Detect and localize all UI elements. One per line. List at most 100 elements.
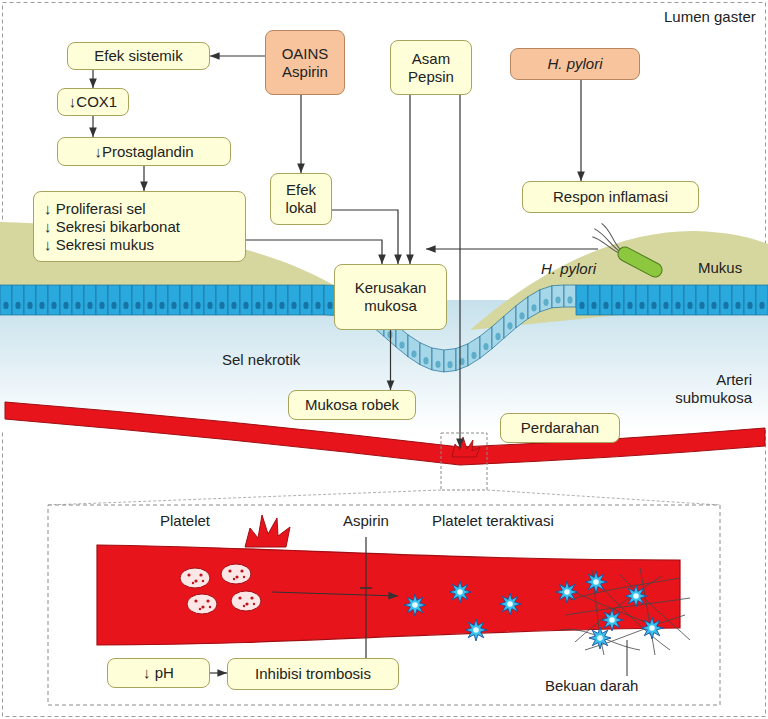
node-text: Efek sistemik xyxy=(94,47,182,65)
cell-nucleus xyxy=(423,357,428,364)
cell-nucleus xyxy=(207,302,212,309)
rupture-burst xyxy=(452,437,480,457)
epithelial-cell xyxy=(252,285,264,315)
epithelial-cell xyxy=(480,327,492,359)
process-box: ↓ Proliferasi sel↓ Sekresi bikarbonat↓ S… xyxy=(33,191,246,262)
epithelial-cell xyxy=(180,285,192,315)
epithelial-cell xyxy=(192,285,204,315)
inset-frame xyxy=(48,505,720,705)
node-text: Efek lokal xyxy=(275,181,327,217)
activation-arrow xyxy=(272,592,398,596)
cell-nucleus xyxy=(303,302,308,309)
flow-arrow xyxy=(92,116,93,137)
node-text: Perdarahan xyxy=(521,419,599,437)
cell-nucleus xyxy=(39,302,44,309)
cell-nucleus xyxy=(111,302,116,309)
cell-nucleus xyxy=(759,302,764,309)
epithelial-cell xyxy=(744,285,756,315)
flow-arrow xyxy=(409,95,410,264)
cell-nucleus xyxy=(159,302,164,309)
epithelial-cell xyxy=(552,285,564,308)
process-box: Inhibisi trombosis xyxy=(227,658,399,690)
epithelial-cell xyxy=(240,285,252,315)
bacterium xyxy=(587,222,668,280)
epithelial-cell xyxy=(60,285,72,315)
cell-nucleus xyxy=(75,302,80,309)
epithelial-cell xyxy=(228,285,240,315)
cell-nucleus xyxy=(579,302,584,309)
flow-arrow xyxy=(143,166,144,191)
epithelial-cell xyxy=(492,316,504,349)
cell-nucleus xyxy=(399,341,404,348)
cell-nucleus xyxy=(687,302,692,309)
epithelial-cell xyxy=(48,285,60,315)
epithelial-cell xyxy=(84,285,96,315)
source-box: OAINS Aspirin xyxy=(265,30,345,95)
node-text: ↓Prostaglandin xyxy=(94,143,193,161)
cell-nucleus xyxy=(483,343,488,350)
flagellum xyxy=(591,229,623,251)
activated-platelet xyxy=(404,594,426,616)
source-box: H. pylori xyxy=(510,48,640,80)
process-box: Perdarahan xyxy=(500,413,620,443)
epithelial-cell xyxy=(216,285,228,315)
flow-arrow xyxy=(210,672,227,673)
cell-nucleus xyxy=(471,352,476,359)
inhibition-line xyxy=(365,537,366,658)
epithelial-cell xyxy=(612,285,624,315)
cell-nucleus xyxy=(27,302,32,309)
cell-nucleus xyxy=(387,331,392,338)
process-box: ↓Prostaglandin xyxy=(57,137,231,166)
cell-nucleus xyxy=(555,296,560,303)
cell-nucleus xyxy=(447,361,452,368)
cell-nucleus xyxy=(87,302,92,309)
activated-platelet xyxy=(499,593,521,615)
node-text: ↓ Sekresi bikarbonat xyxy=(44,218,180,236)
epithelial-cell xyxy=(408,335,420,365)
rupture-burst xyxy=(245,515,290,547)
zoom-box xyxy=(441,433,487,490)
platelet xyxy=(231,591,261,611)
cell-nucleus xyxy=(15,302,20,309)
epithelial-cell xyxy=(444,349,456,372)
annotation-label: Arteri submukosa xyxy=(640,371,752,407)
epithelial-cell xyxy=(432,348,444,372)
cell-nucleus xyxy=(411,350,416,357)
cell-nucleus xyxy=(699,302,704,309)
activated-platelet xyxy=(465,619,487,641)
zoom-leader xyxy=(48,490,441,505)
cell-nucleus xyxy=(747,302,752,309)
bacterium-arrow xyxy=(426,248,598,249)
node-text: Inhibisi trombosis xyxy=(255,665,371,683)
epithelial-cell xyxy=(720,285,732,315)
cell-nucleus xyxy=(507,322,512,329)
epithelial-cell xyxy=(132,285,144,315)
cell-nucleus xyxy=(615,302,620,309)
epithelial-cell xyxy=(756,285,768,315)
cell-nucleus xyxy=(663,302,668,309)
epithelial-cell xyxy=(264,285,276,315)
process-box: ↓ pH xyxy=(107,658,210,688)
epithelial-cell xyxy=(708,285,720,315)
epithelial-cell xyxy=(456,344,468,371)
flow-arrow xyxy=(300,95,301,173)
epithelial-cell xyxy=(648,285,660,315)
epithelial-cell xyxy=(276,285,288,315)
epithelial-cell xyxy=(504,306,516,338)
flow-arrow xyxy=(246,240,382,264)
node-text: Respon inflamasi xyxy=(553,188,668,206)
activated-platelet xyxy=(601,609,623,631)
annotation-label: Bekuan darah xyxy=(545,677,638,695)
cell-nucleus xyxy=(171,302,176,309)
flow-arrow xyxy=(92,70,93,88)
activated-platelet xyxy=(641,617,663,639)
cell-nucleus xyxy=(267,302,272,309)
cell-nucleus xyxy=(495,333,500,340)
epithelial-cell xyxy=(564,285,576,307)
cell-nucleus xyxy=(99,302,104,309)
epithelial-cell xyxy=(624,285,636,315)
cell-nucleus xyxy=(3,302,8,309)
annotation-label: Platelet xyxy=(160,512,210,530)
